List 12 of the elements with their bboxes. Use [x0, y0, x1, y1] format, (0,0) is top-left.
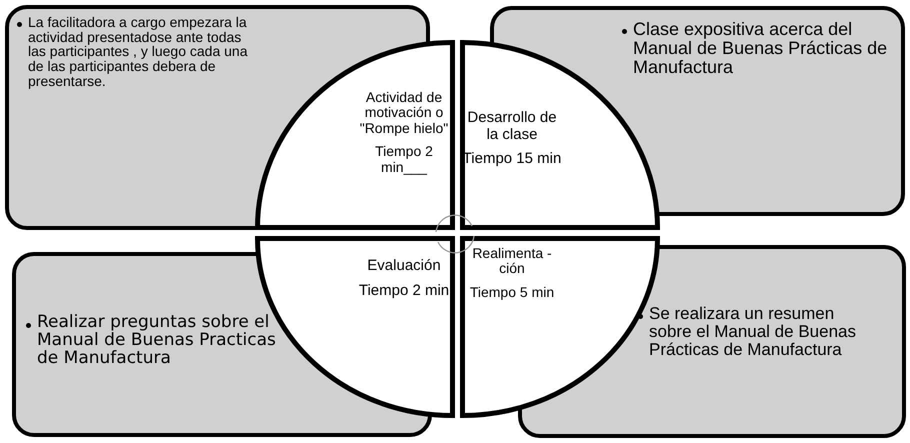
- description-text: Se realizara un resumen sobre el Manual de Buenas Prácticas de Manufactura: [649, 305, 857, 359]
- stage-title: Evaluación: [367, 258, 441, 274]
- duration-text: Tiempo 2 min: [358, 282, 450, 299]
- duration-text: Tiempo 2 min___: [374, 144, 434, 175]
- stage-title: Actividad de motivación o "Rompe hielo": [358, 90, 450, 136]
- duration-text: Tiempo 5 min: [470, 284, 554, 300]
- duration-text: Tiempo 15 min: [462, 151, 562, 168]
- description-text: Clase expositiva acerca del Manual de Buenas Prácticas de Manufactura: [633, 20, 888, 77]
- description-text: Realizar preguntas sobre el Manual de Buenas Practicas de Manufactura: [37, 314, 277, 368]
- description-text: La facilitadora a cargo empezara la actividad presentadose ante todas las participantes , y luego cada una de las participantes debera de presentarse.: [28, 15, 248, 88]
- stage-title: Desarrollo de la clase: [466, 110, 558, 143]
- stage-title: Realimenta -ción: [471, 246, 553, 277]
